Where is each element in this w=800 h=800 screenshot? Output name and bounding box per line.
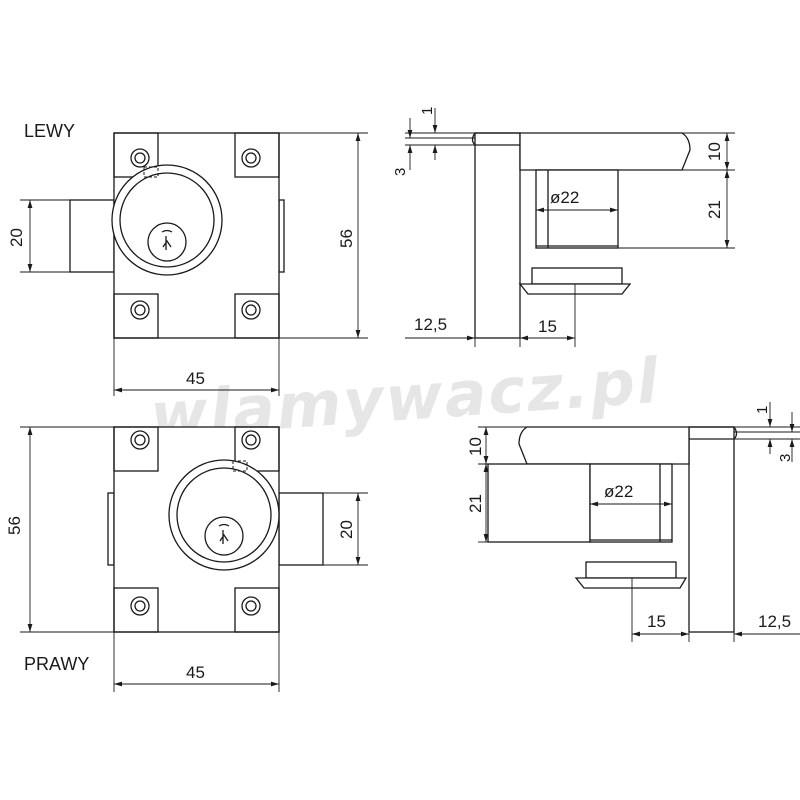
- right-lock-label: PRAWY: [24, 654, 89, 674]
- right-depth-dimension: 15: [647, 612, 666, 631]
- right-side-view: 1 3 10 21 ø22 15 12,5: [466, 402, 800, 642]
- left-side-plate: [474, 132, 521, 339]
- right-diameter-dimension: ø22: [604, 482, 633, 501]
- screw-hole-icon: [130, 148, 261, 320]
- right-bolt-dimension: 20: [337, 520, 356, 539]
- left-width-dimension: 45: [186, 369, 205, 388]
- right-height-dimension: 56: [5, 516, 24, 535]
- left-lock-label: LEWY: [24, 121, 75, 141]
- left-front-view: LEWY 20: [7, 121, 368, 396]
- right-plate-dimension: 3: [777, 454, 794, 462]
- screw-hole-icon: [130, 430, 261, 616]
- left-height-dimension: 56: [337, 229, 356, 248]
- right-width-dimension: 45: [186, 663, 205, 682]
- right-side-tab: [107, 492, 115, 566]
- right-gap-dimension: 1: [754, 406, 771, 414]
- left-bolt: [69, 199, 115, 273]
- left-side-tab: [278, 199, 285, 273]
- left-gap-dimension: 1: [419, 107, 436, 115]
- left-diameter-dimension: ø22: [550, 188, 579, 207]
- right-offset-dimension: 12,5: [758, 612, 791, 631]
- right-bolt: [278, 492, 324, 566]
- left-bolt-dimension: 20: [7, 228, 26, 247]
- left-body-dimension: 21: [705, 200, 724, 219]
- right-body-dimension: 21: [466, 494, 485, 513]
- cylinder-icon: [168, 459, 280, 571]
- left-plate-dimension: 3: [392, 168, 409, 176]
- cylinder-icon: [111, 164, 223, 276]
- right-front-view: 56 20 PRAWY 45: [5, 426, 368, 692]
- right-flange-dimension: 10: [466, 437, 485, 456]
- right-side-plate: [688, 426, 735, 633]
- left-depth-dimension: 15: [538, 317, 557, 336]
- left-flange-dimension: 10: [705, 142, 724, 161]
- right-body-left: [487, 463, 591, 543]
- left-offset-dimension: 12,5: [414, 315, 447, 334]
- left-side-view: 1 3 10 21 ø22 12,5 15: [392, 107, 735, 347]
